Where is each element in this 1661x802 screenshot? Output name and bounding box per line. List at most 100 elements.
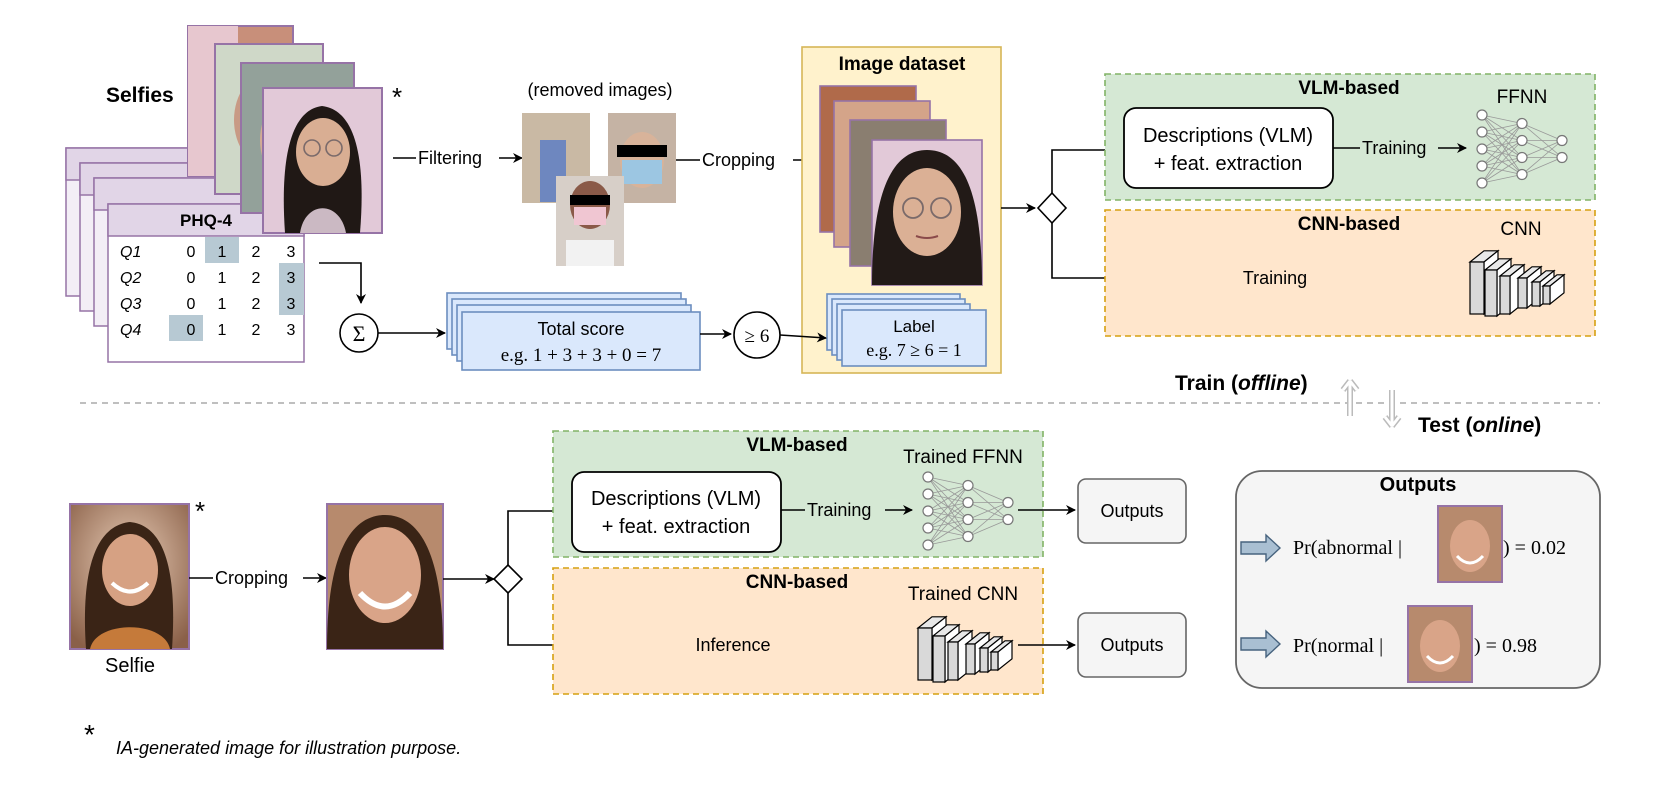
output-row1-prefix: Pr(abnormal | <box>1293 537 1402 559</box>
phq-question-label: Q1 <box>120 244 141 261</box>
vlm-train-training-label: Training <box>1362 138 1426 158</box>
phq-option-value: 1 <box>218 296 227 313</box>
cnn-layer-front <box>1499 275 1511 315</box>
nn-edge <box>927 519 969 546</box>
nn-edge <box>927 502 969 546</box>
vlm-test-desc-line1: Descriptions (VLM) <box>591 488 761 510</box>
label-example: e.g. 7 ≥ 6 = 1 <box>866 340 962 360</box>
nn-node <box>1476 126 1488 138</box>
cnn-layer-front <box>1531 281 1541 307</box>
label-card-stack: Label e.g. 7 ≥ 6 = 1 <box>826 293 987 367</box>
nn-edge <box>967 502 1009 537</box>
train-phase-label: Train (offline) <box>1175 372 1308 395</box>
nn-edge <box>1481 123 1523 133</box>
total-score-example: e.g. 1 + 3 + 3 + 0 = 7 <box>501 345 662 366</box>
phq-option-value: 2 <box>252 322 261 339</box>
cnn-layer-front <box>917 627 933 681</box>
test-cropping-label: Cropping <box>215 568 288 588</box>
cnn-layer-front <box>1542 285 1551 305</box>
nn-node <box>1002 496 1014 509</box>
vlm-test-title: VLM-based <box>746 435 847 456</box>
output-arrow-icon-2 <box>1240 629 1282 659</box>
nn-edge <box>1481 123 1523 184</box>
q2-selected <box>279 263 304 289</box>
total-score-title: Total score <box>537 319 624 339</box>
selfie-stack <box>187 25 383 234</box>
output-row1-thumbnail <box>1437 505 1503 583</box>
phq-option-value: 3 <box>287 296 296 313</box>
nn-edge <box>1481 174 1523 184</box>
trained-cnn-icon <box>916 615 1014 684</box>
down-arrow-icon-inner <box>1383 390 1401 427</box>
nn-edge <box>927 485 969 529</box>
outputs-panel-title: Outputs <box>1380 474 1457 496</box>
arrow-phq-to-sum <box>319 262 366 304</box>
test-cropped-face <box>326 503 444 650</box>
arrow-threshold-to-label <box>779 332 827 343</box>
nn-edge <box>1481 123 1523 150</box>
phq-option-value: 1 <box>218 270 227 287</box>
nn-node <box>1516 151 1528 164</box>
vlm-train-descriptions-box <box>1123 107 1334 189</box>
phq-option-value: 2 <box>252 270 261 287</box>
nn-node <box>1476 177 1488 189</box>
nn-node <box>1476 143 1488 155</box>
ai-asterisk-top: * <box>392 82 402 112</box>
ffnn-label: FFNN <box>1497 87 1548 108</box>
decision-node-test <box>492 563 524 595</box>
threshold-label: ≥ 6 <box>745 326 770 347</box>
nn-node <box>1476 109 1488 121</box>
nn-edge <box>967 502 1009 520</box>
up-arrow-icon-inner <box>1341 380 1359 416</box>
arrow-to-vlm-train <box>1051 145 1121 193</box>
cnn-layer-front <box>965 643 976 675</box>
inference-label: Inference <box>695 635 770 655</box>
cnn-train-label-bg <box>1234 266 1316 290</box>
vlm-train-title: VLM-based <box>1298 78 1399 99</box>
phq-option-value: 1 <box>218 322 227 339</box>
phq-title: PHQ-4 <box>180 211 233 230</box>
nn-node <box>922 471 934 483</box>
cropped-face-stack <box>819 85 983 286</box>
nn-edge <box>1481 123 1523 167</box>
phq-option-value: 2 <box>252 296 261 313</box>
phq-option-value: 3 <box>287 270 296 287</box>
decision-node-train <box>1036 191 1068 225</box>
nn-edge <box>1521 157 1563 175</box>
phq-option-value: 0 <box>187 322 196 339</box>
nn-edge <box>1481 114 1523 124</box>
nn-edge <box>967 485 1009 503</box>
nn-edge <box>927 476 969 486</box>
nn-edge <box>1521 123 1563 141</box>
nn-edge <box>1481 140 1523 184</box>
cnn-train-title: CNN-based <box>1298 214 1400 235</box>
nn-node <box>1556 151 1568 164</box>
vlm-train-desc-line1: Descriptions (VLM) <box>1143 125 1313 147</box>
cnn-layer-front <box>990 651 999 671</box>
nn-node <box>1516 134 1528 147</box>
vlm-test-training-label: Training <box>807 500 871 520</box>
cnn-layer-front <box>1517 277 1528 309</box>
nn-edge <box>927 536 969 546</box>
nn-node <box>1002 513 1014 526</box>
output-row1-suffix: ) = 0.02 <box>1503 537 1566 559</box>
footnote-text: IA-generated image for illustration purp… <box>116 738 461 758</box>
ai-asterisk-test: * <box>195 496 205 526</box>
cnn-train-training-label: Training <box>1243 268 1307 288</box>
footnote-asterisk: * <box>84 719 95 750</box>
nn-node <box>922 522 934 534</box>
phq-option-value: 0 <box>187 270 196 287</box>
phq-option-value: 3 <box>287 322 296 339</box>
outputs-cnn-label: Outputs <box>1100 635 1163 655</box>
nn-edge <box>927 485 969 512</box>
outputs-panel <box>1235 470 1601 689</box>
cnn-test-title: CNN-based <box>746 572 848 593</box>
selfies-label: Selfies <box>106 84 174 107</box>
total-score-card <box>461 311 701 371</box>
q3-selected <box>279 289 304 315</box>
nn-node <box>1476 160 1488 172</box>
output-row2-suffix: ) = 0.98 <box>1474 635 1537 657</box>
nn-edge <box>1521 140 1563 175</box>
